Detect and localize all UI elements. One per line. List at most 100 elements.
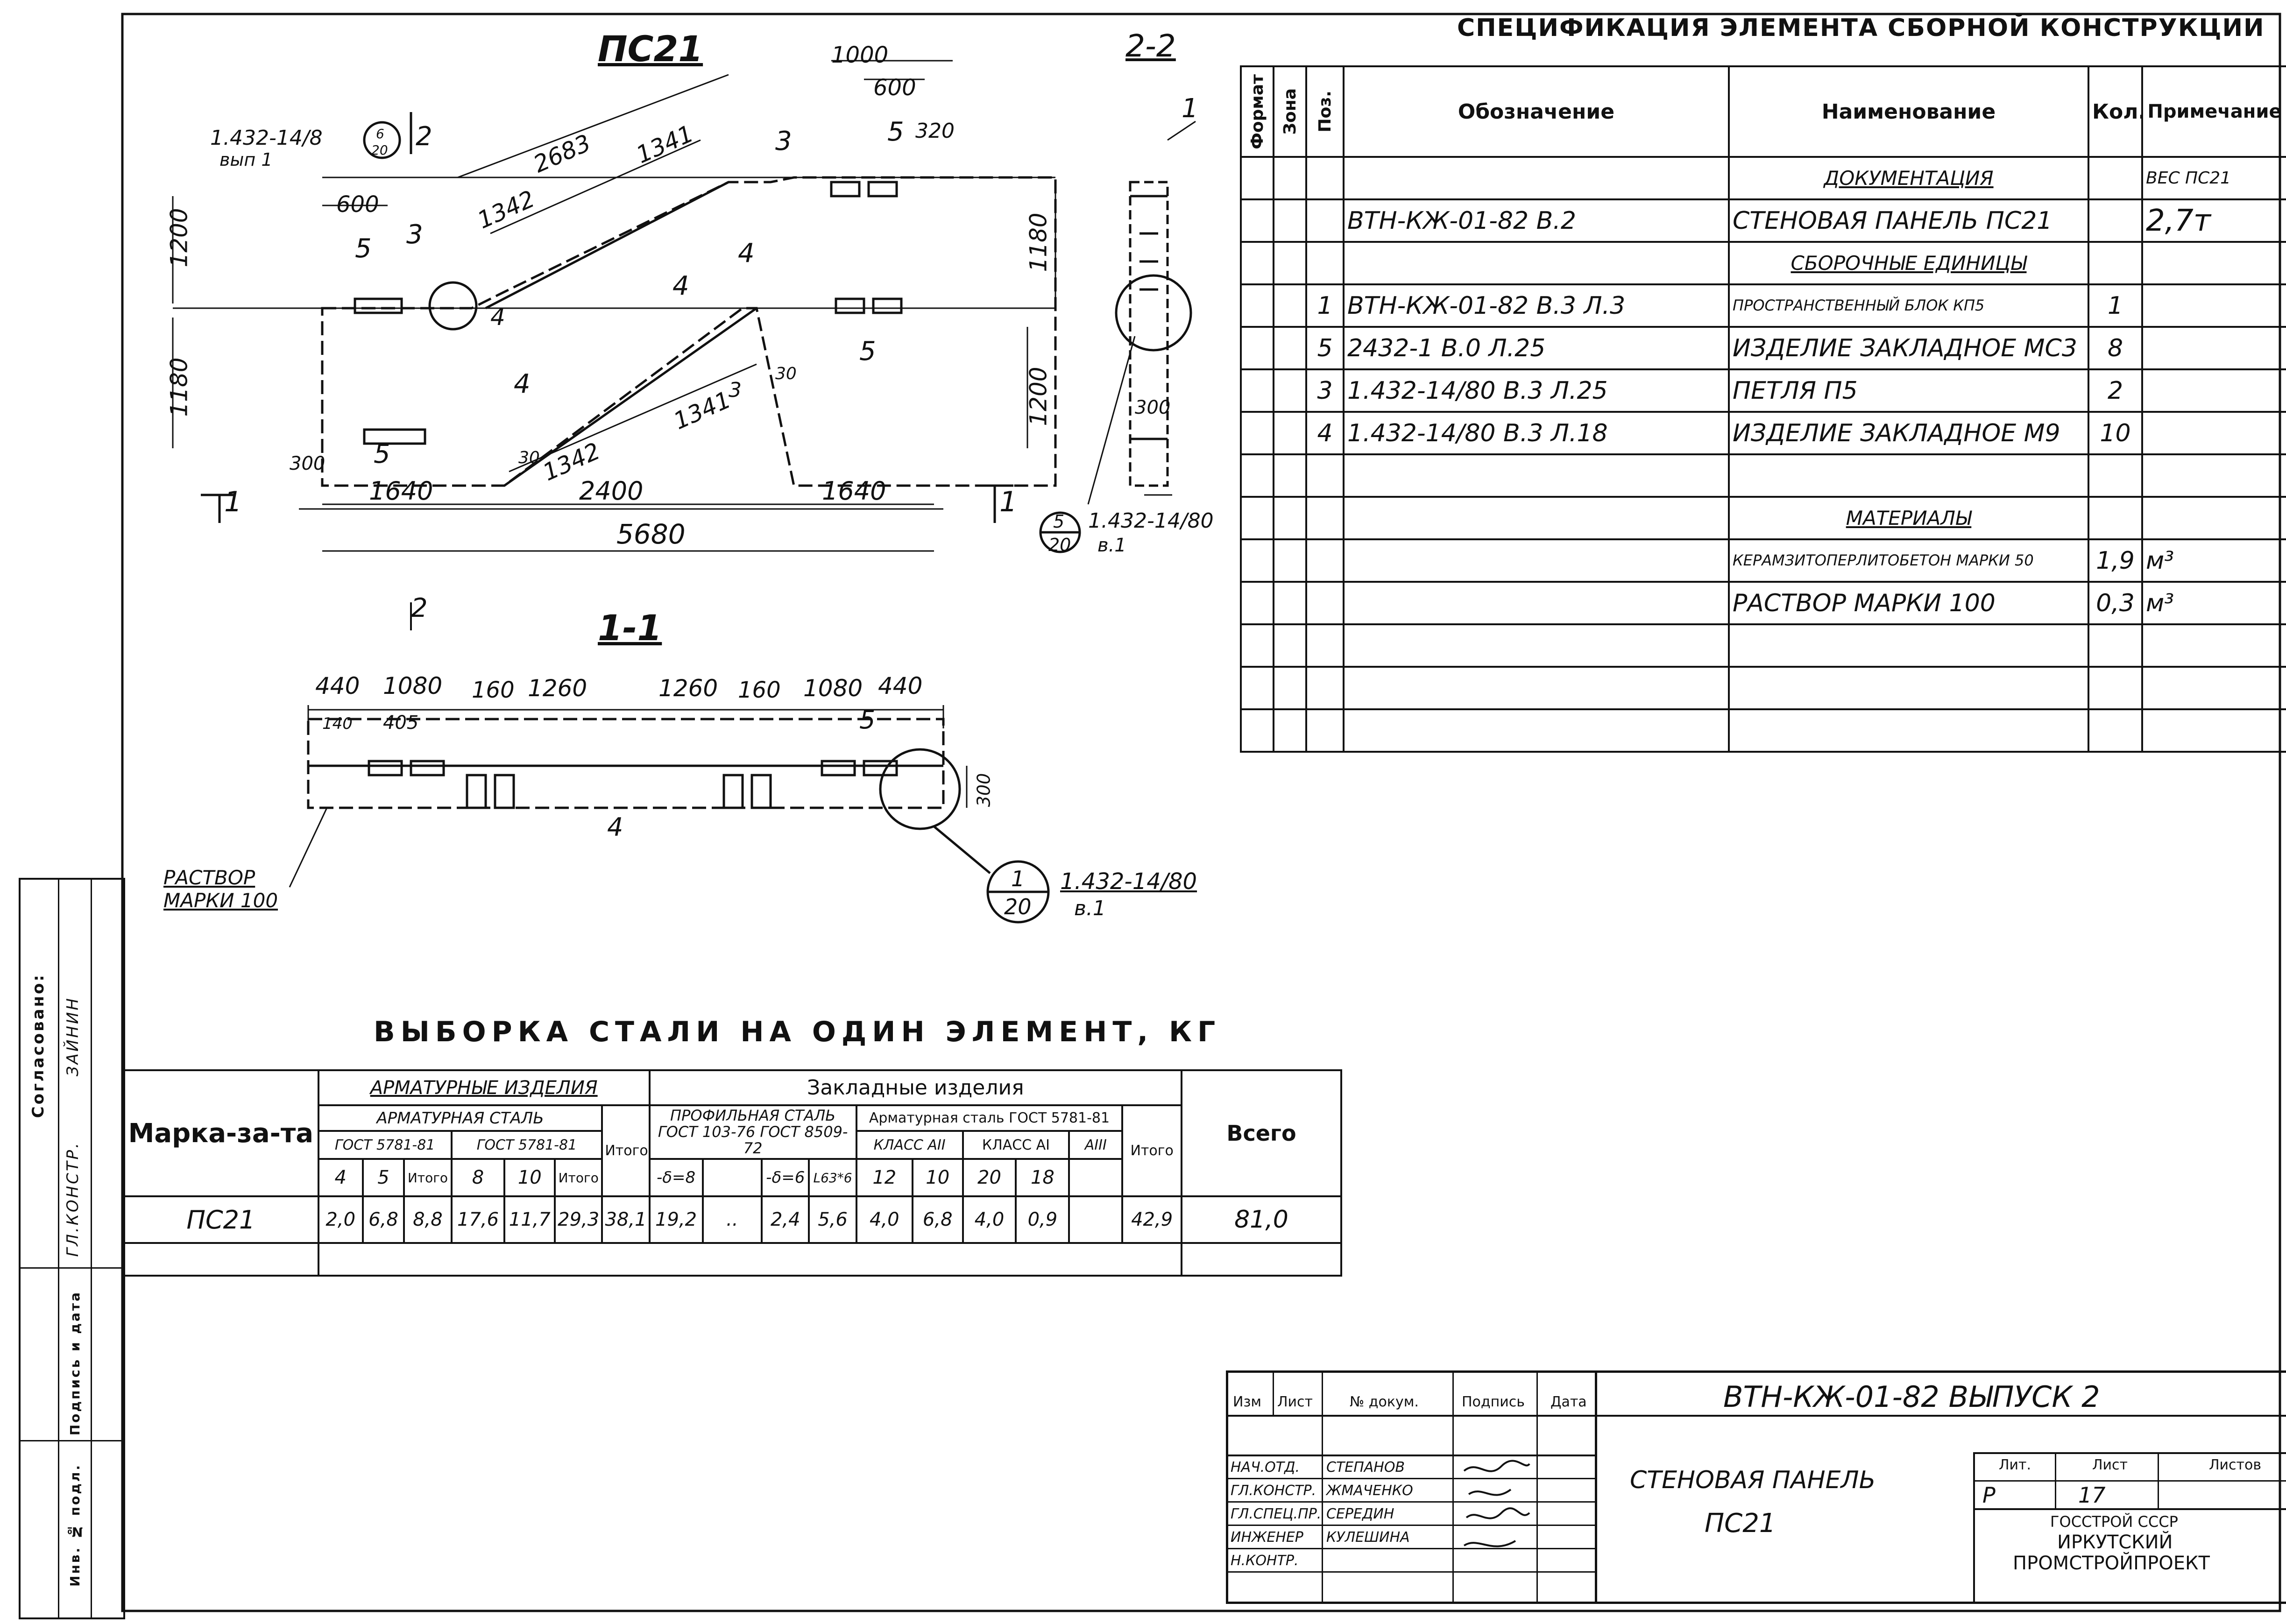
- reference-label: 1.432-14/80: [1060, 868, 1197, 895]
- spec-qty: [2088, 453, 2143, 498]
- tb-sheet: 17: [2078, 1483, 2106, 1508]
- tb-col-header: Лист: [1277, 1394, 1313, 1410]
- steel-sub: L63*6: [808, 1158, 857, 1197]
- spec-designation: 1.432-14/80 В.3 Л.18: [1343, 411, 1730, 455]
- spec-name: ПЕТЛЯ П5: [1728, 368, 2089, 413]
- steel-row-value: 6,8: [361, 1195, 405, 1244]
- spec-zone: [1273, 623, 1307, 668]
- title-block: Изм Лист № докум. Подпись Дата НАЧ.ОТД. …: [1226, 1370, 2286, 1604]
- spec-note: м³: [2141, 538, 2286, 583]
- spec-note: [2141, 453, 2286, 498]
- spec-zone: [1273, 368, 1307, 413]
- dim-label: 2400: [579, 476, 644, 506]
- steel-sub: 20: [962, 1158, 1017, 1197]
- tb-col-header: Дата: [1550, 1394, 1587, 1410]
- section-1-1-title: 1-1: [598, 607, 662, 649]
- tb-name: СЕРЕДИН: [1326, 1506, 1394, 1522]
- spec-pos: [1305, 241, 1345, 285]
- spec-note: [2141, 368, 2286, 413]
- inv-label: Инв. № подл.: [67, 1463, 83, 1587]
- spec-pos: 3: [1305, 368, 1345, 413]
- dim-label: 320: [915, 119, 955, 143]
- signatures: [1463, 1460, 1530, 1547]
- spec-designation: [1343, 708, 1730, 753]
- spec-note: [2141, 241, 2286, 285]
- panel-plan-view: [172, 60, 1192, 553]
- section-marker: 1: [999, 486, 1018, 518]
- agreed-name: ЗАЙНИН: [64, 996, 82, 1077]
- steel-row-value: 29,3: [554, 1195, 603, 1244]
- spec-zone: [1273, 283, 1307, 328]
- callout-number: 3: [775, 126, 792, 156]
- spec-zone: [1273, 666, 1307, 710]
- spec-note: ВЕС ПС21: [2141, 156, 2286, 200]
- spec-designation: 1.432-14/80 В.3 Л.25: [1343, 368, 1730, 413]
- steel-arm-steel: АРМАТУРНАЯ СТАЛЬ: [317, 1104, 603, 1132]
- tb-sheet-label: Лист: [2092, 1457, 2128, 1473]
- spec-title: СПЕЦИФИКАЦИЯ ЭЛЕМЕНТА СБОРНОЙ КОНСТРУКЦИ…: [1457, 14, 2265, 42]
- spec-note: [2141, 666, 2286, 710]
- steel-itogo: Итого: [1121, 1104, 1182, 1197]
- dim-label: 440: [315, 672, 360, 699]
- steel-mark-header: Марка-за-та: [122, 1069, 319, 1197]
- callout-number: 2: [416, 121, 432, 152]
- spec-name: РАСТВОР МАРКИ 100: [1728, 581, 2089, 625]
- steel-row-total: 81,0: [1180, 1195, 1343, 1244]
- spec-note: 2,7т: [2141, 198, 2286, 243]
- reference-label: в.1: [1097, 535, 1126, 556]
- spec-zone: [1273, 198, 1307, 243]
- spec-row: [1240, 666, 2286, 710]
- steel-sub: 12: [855, 1158, 913, 1197]
- steel-row-value: 11,7: [503, 1195, 556, 1244]
- steel-row-value: 17,6: [450, 1195, 506, 1244]
- spec-format: [1240, 666, 1274, 710]
- tb-org3: ПРОМСТРОЙПРОЕКТ: [2013, 1553, 2210, 1574]
- steel-embedded-header: Закладные изделия: [648, 1069, 1182, 1106]
- spec-designation: 2432-1 В.0 Л.25: [1343, 326, 1730, 370]
- spec-name: КЕРАМЗИТОПЕРЛИТОБЕТОН МАРКИ 50: [1728, 538, 2089, 583]
- spec-format: [1240, 241, 1274, 285]
- callout-number: 4: [490, 304, 505, 331]
- spec-name: [1728, 623, 2089, 668]
- reference-label: в.1: [1074, 897, 1106, 920]
- dim-label: 405: [383, 712, 419, 734]
- steel-sub: 4: [317, 1158, 364, 1197]
- steel-row-value: 8,8: [403, 1195, 453, 1244]
- dim-label: 1180: [1025, 212, 1052, 272]
- detail-circle-number: 5: [1053, 511, 1065, 532]
- plan-title: ПС21: [598, 28, 703, 70]
- spec-qty: 0,3: [2088, 581, 2143, 625]
- steel-row-value: 4,0: [962, 1195, 1017, 1244]
- dim-label: 1080: [383, 672, 443, 699]
- steel-empty-cell: [317, 1242, 1182, 1277]
- steel-profile: ПРОФИЛЬНАЯ СТАЛЬ ГОСТ 103-76 ГОСТ 8509-7…: [648, 1104, 857, 1160]
- spec-name: [1728, 453, 2089, 498]
- spec-format: [1240, 411, 1274, 455]
- detail-circle-number: 1: [1011, 866, 1025, 891]
- spec-note: [2141, 708, 2286, 753]
- spec-qty: [2088, 496, 2143, 540]
- spec-designation: [1343, 538, 1730, 583]
- spec-format: [1240, 326, 1274, 370]
- tb-stage-label: Лит.: [1999, 1457, 2031, 1473]
- tb-org2: ИРКУТСКИЙ: [2057, 1532, 2173, 1553]
- callout-number: 3: [729, 378, 742, 402]
- spec-note: [2141, 411, 2286, 455]
- spec-qty: 1: [2088, 283, 2143, 328]
- spec-row: [1240, 623, 2286, 668]
- steel-row-mark: ПС21: [122, 1195, 319, 1244]
- spec-header-format: Формат: [1240, 65, 1274, 158]
- spec-zone: [1273, 241, 1307, 285]
- reference-label: вып 1: [219, 149, 273, 170]
- dim-label: 1640: [822, 476, 886, 506]
- spec-format: [1240, 283, 1274, 328]
- spec-format: [1240, 538, 1274, 583]
- steel-sub: 18: [1015, 1158, 1070, 1197]
- spec-format: [1240, 581, 1274, 625]
- spec-name: СБОРОЧНЫЕ ЕДИНИЦЫ: [1728, 241, 2089, 285]
- callout-number: 5: [374, 439, 390, 469]
